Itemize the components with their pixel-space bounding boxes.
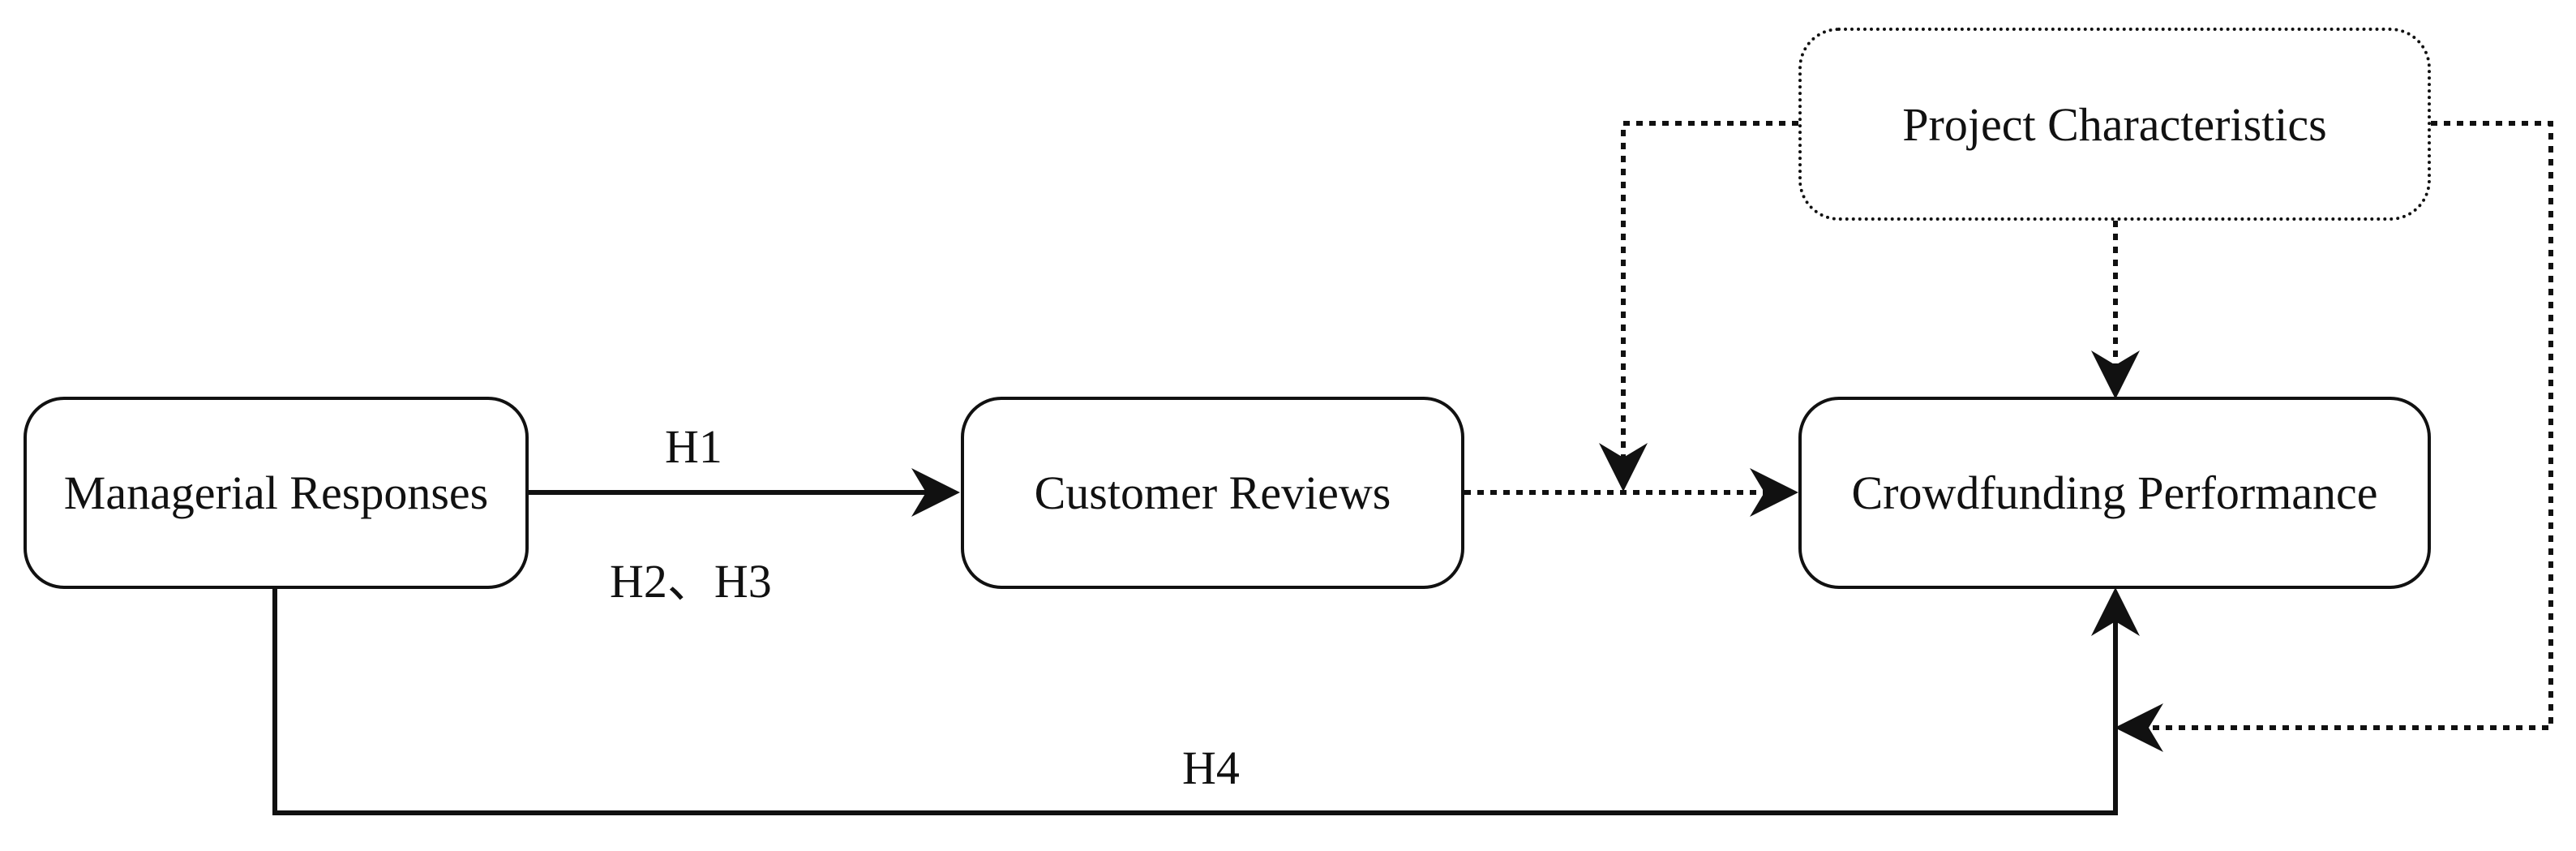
node-customer-reviews: Customer Reviews	[961, 397, 1464, 589]
arrow-characteristics-to-h4-path	[2115, 121, 2553, 752]
arrow-characteristics-to-moderation	[1599, 121, 1798, 492]
arrow-managerial-to-performance	[272, 587, 2140, 815]
node-project-characteristics-label: Project Characteristics	[1902, 97, 2327, 151]
node-managerial-responses: Managerial Responses	[24, 397, 529, 589]
node-managerial-responses-label: Managerial Responses	[63, 466, 489, 519]
edge-label-h2-h3: H2、H3	[610, 555, 772, 608]
node-crowdfunding-performance: Crowdfunding Performance	[1798, 397, 2431, 589]
node-customer-reviews-label: Customer Reviews	[1034, 466, 1391, 519]
node-project-characteristics: Project Characteristics	[1798, 28, 2431, 221]
node-crowdfunding-performance-label: Crowdfunding Performance	[1851, 466, 2378, 519]
edge-label-h4: H4	[1182, 741, 1240, 794]
edge-label-h1: H1	[665, 420, 722, 473]
